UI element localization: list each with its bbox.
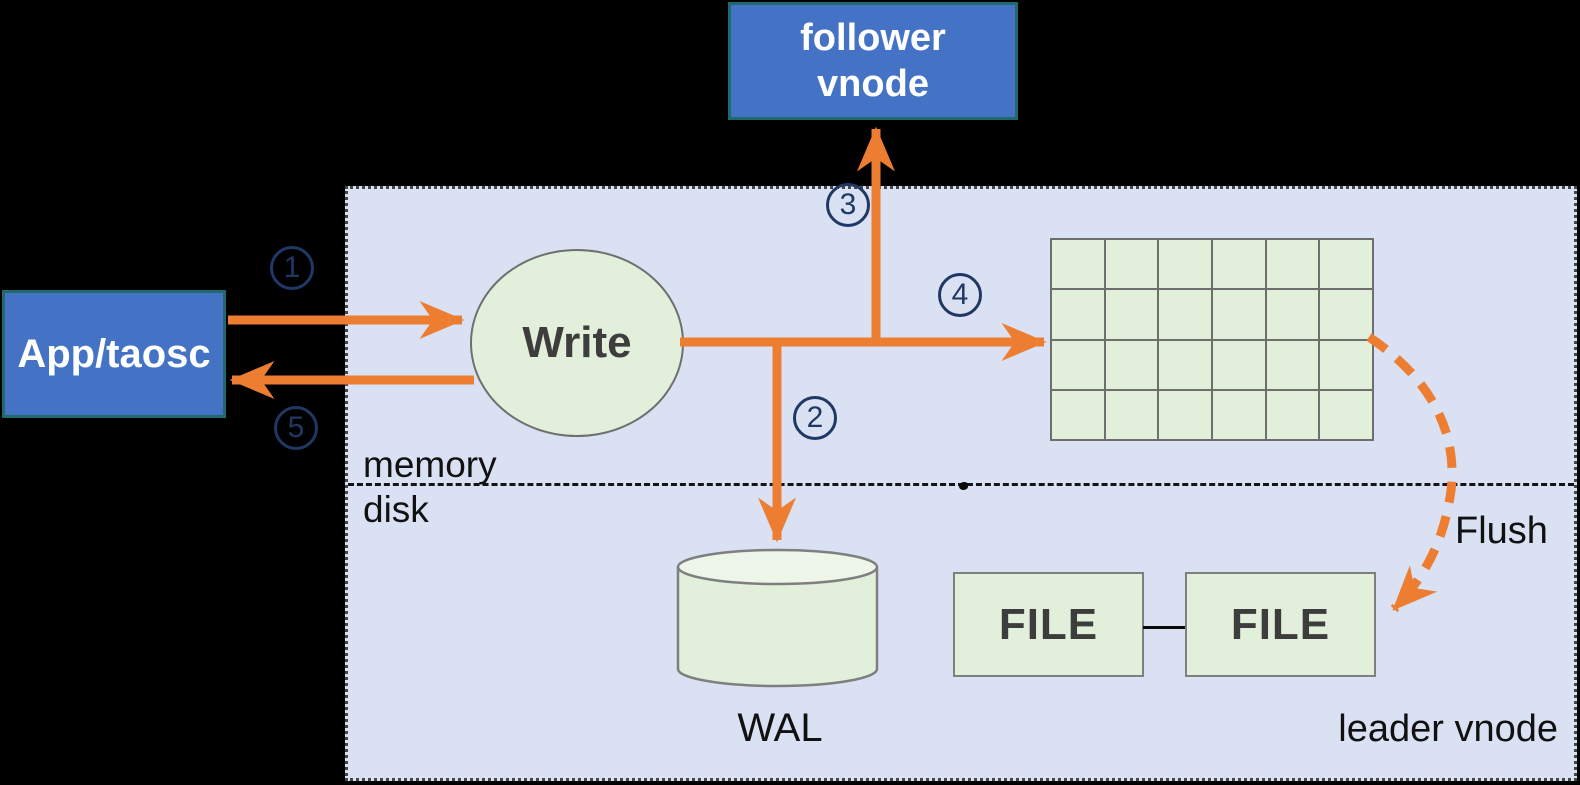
memtable-cell (1213, 290, 1265, 339)
memtable-cell (1159, 340, 1211, 389)
memtable-cell (1213, 340, 1265, 389)
step-badge-2: 2 (793, 396, 837, 440)
file-2-label: FILE (1230, 599, 1331, 649)
memtable-cell (1105, 290, 1158, 339)
memtable-cell (1266, 340, 1319, 389)
memtable-cell (1105, 340, 1158, 389)
file-box-1: FILE (953, 572, 1144, 677)
wal-label: WAL (737, 706, 823, 750)
memtable-cell (1159, 290, 1211, 339)
app-taosc-box: App/taosc (2, 290, 226, 418)
memtable-cell (1320, 240, 1372, 289)
memtable-cell (1213, 390, 1265, 439)
write-label: Write (522, 318, 632, 367)
memtable-cell (1052, 240, 1104, 289)
memtable-cell (1105, 240, 1158, 289)
file-connector-line (1143, 626, 1185, 629)
memtable-cell (1213, 240, 1265, 289)
app-taosc-label: App/taosc (17, 331, 211, 376)
follower-vnode-box: follower vnode (728, 2, 1018, 120)
divider-artifact-dot (959, 482, 968, 490)
memtable-cell (1320, 390, 1372, 439)
memtable-cell (1052, 290, 1104, 339)
write-circle: Write (470, 249, 684, 437)
memtable-cell (1320, 290, 1372, 339)
step-badge-5: 5 (274, 406, 318, 450)
memtable-cell (1159, 240, 1211, 289)
follower-vnode-label-line1: follower (800, 17, 946, 59)
flush-label: Flush (1455, 510, 1548, 552)
step-badge-3: 3 (826, 183, 870, 227)
step-badge-4: 4 (938, 273, 982, 317)
follower-vnode-label-line2: vnode (817, 63, 929, 105)
file-1-label: FILE (998, 599, 1099, 649)
memtable-cell (1052, 340, 1104, 389)
memtable-cell (1266, 240, 1319, 289)
memtable-cell (1266, 290, 1319, 339)
memtable-cell (1159, 390, 1211, 439)
leader-vnode-label: leader vnode (1338, 708, 1558, 750)
memtable-cell (1320, 340, 1372, 389)
memtable-cell (1266, 390, 1319, 439)
memtable-cell (1052, 390, 1104, 439)
memtable-grid (1050, 238, 1374, 441)
step-badge-1: 1 (270, 246, 314, 290)
memtable-cell (1105, 390, 1158, 439)
disk-label: disk (363, 489, 429, 530)
file-box-2: FILE (1185, 572, 1376, 677)
memory-label: memory (363, 444, 497, 485)
